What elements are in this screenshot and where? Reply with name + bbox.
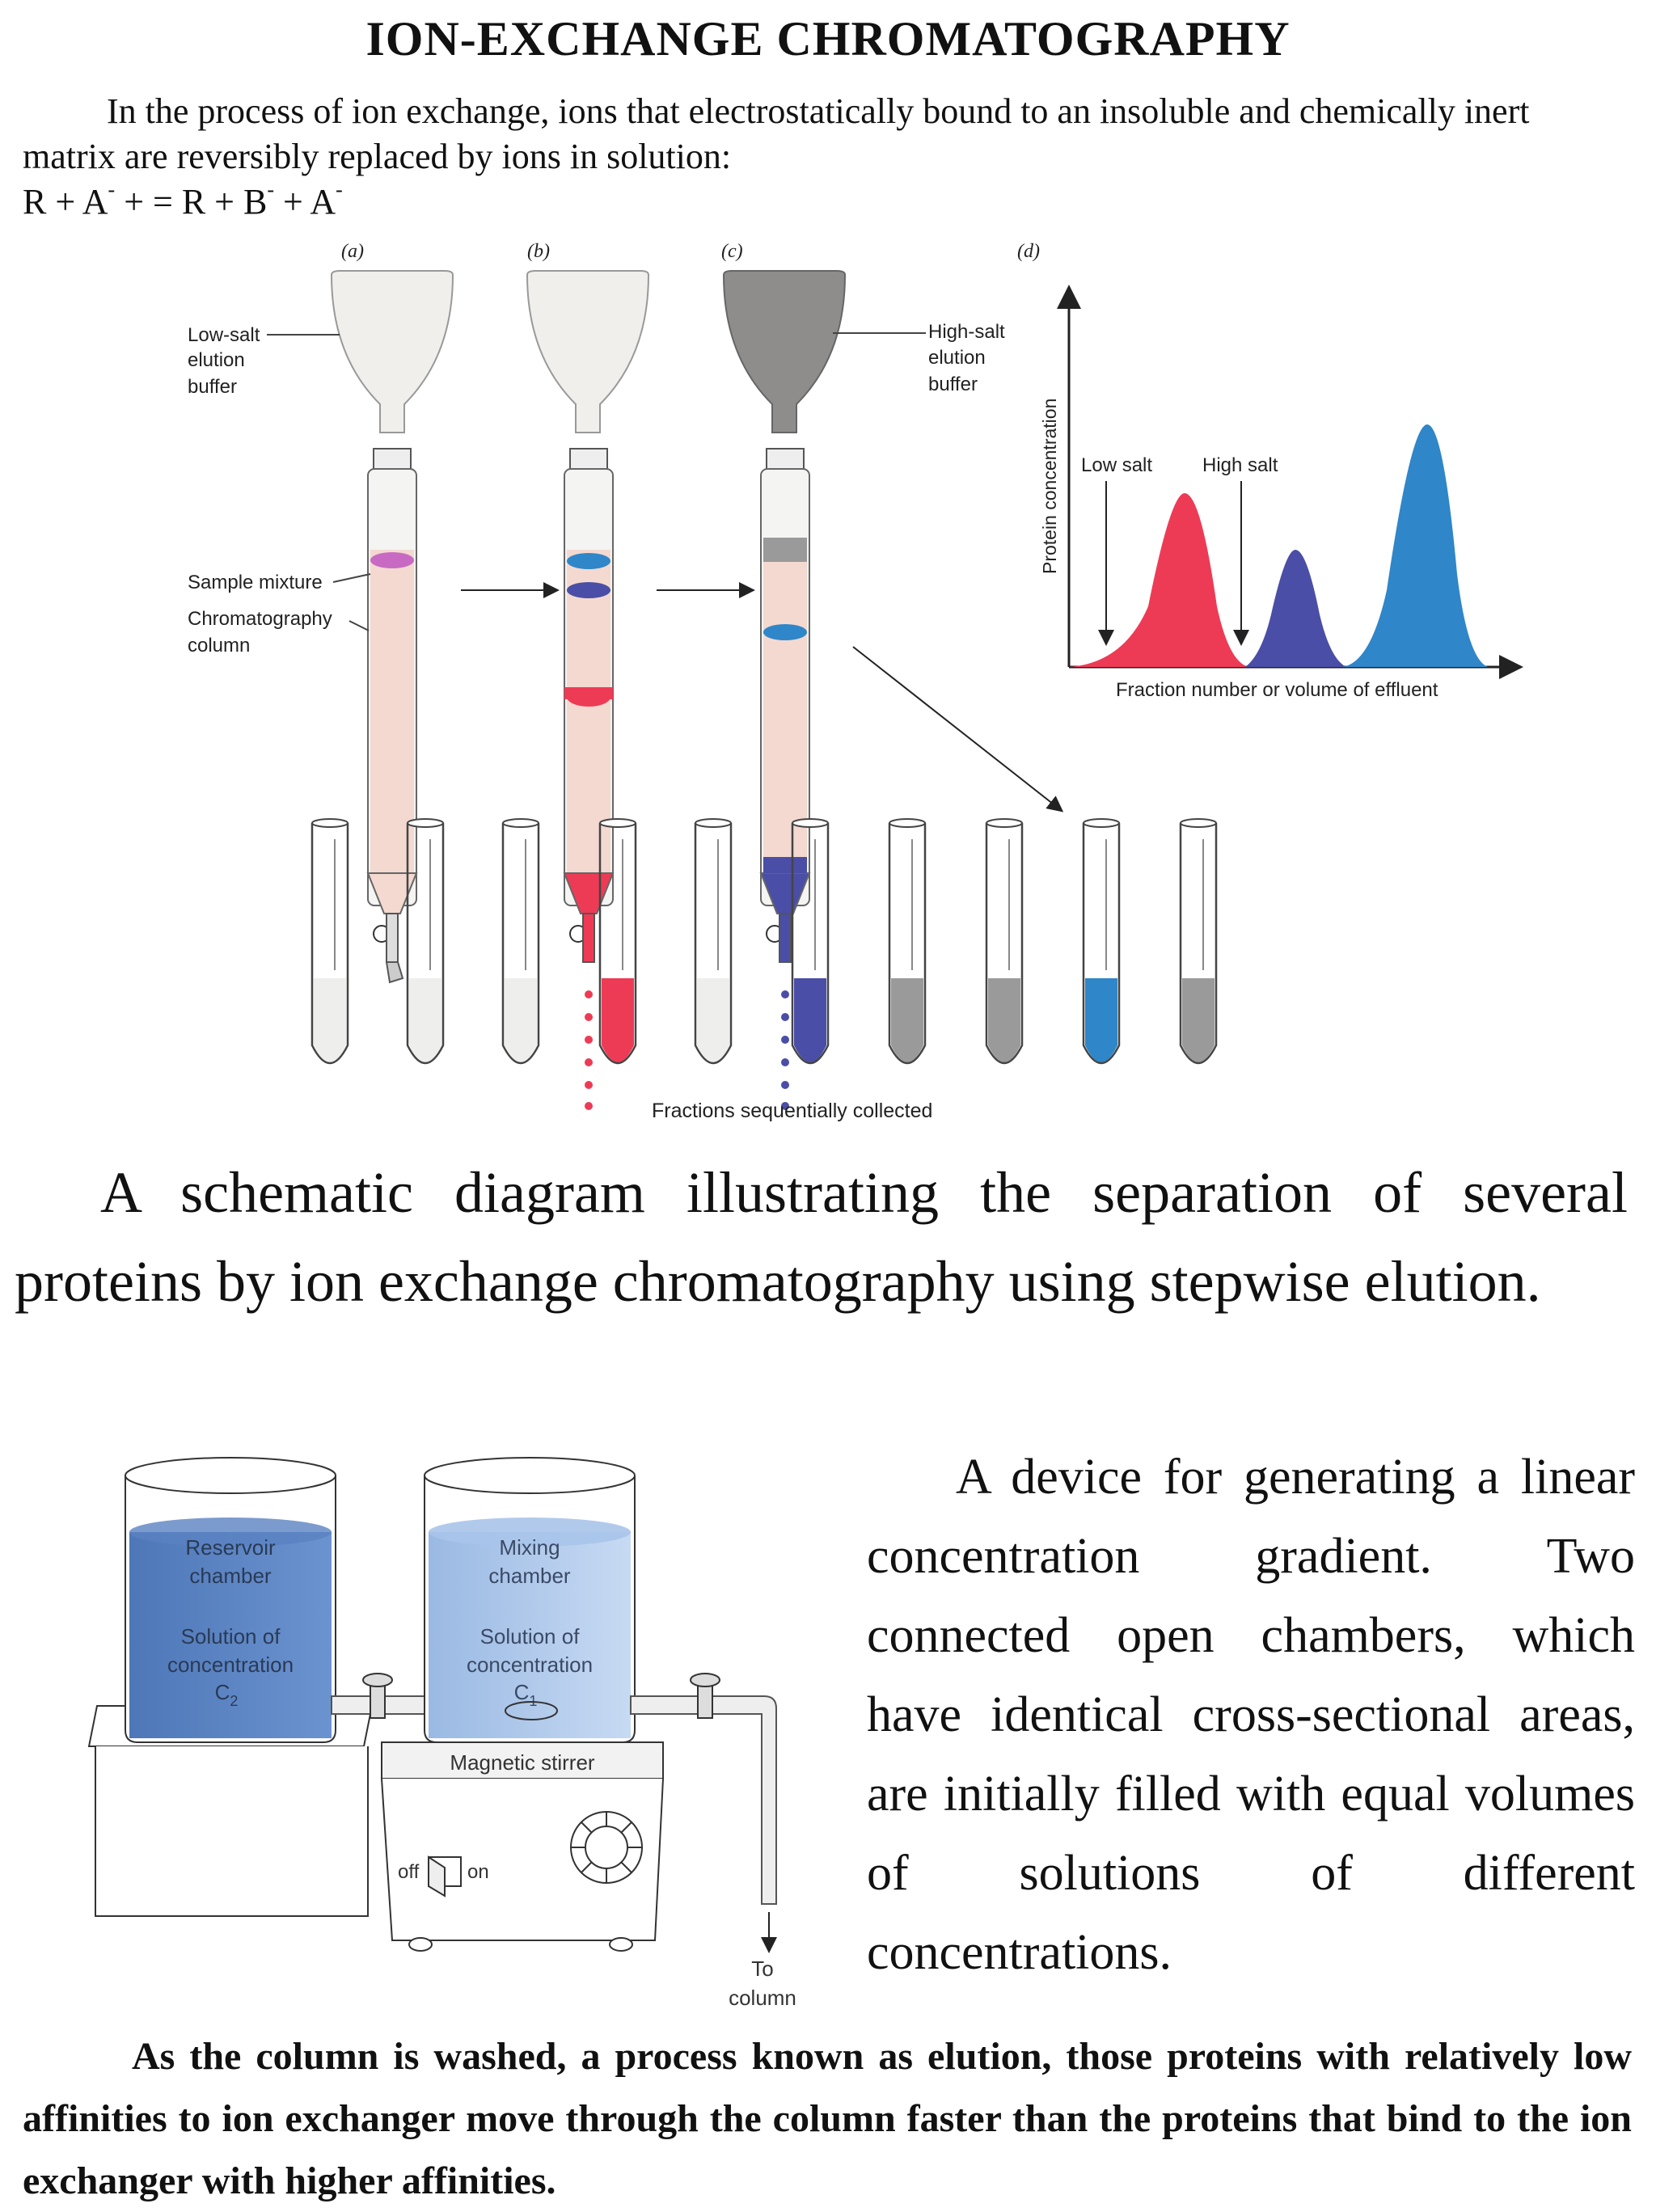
column-a xyxy=(366,448,418,984)
speed-knob[interactable] xyxy=(570,1811,643,1884)
c1-label: C1 xyxy=(514,1680,538,1709)
elution-explanation: As the column is washed, a process known… xyxy=(23,2035,1632,2202)
valve-2[interactable] xyxy=(697,1685,713,1719)
peak-red xyxy=(1069,493,1249,667)
funnel-b xyxy=(526,270,650,433)
test-tube xyxy=(1082,818,1121,1064)
column-b xyxy=(563,448,615,963)
test-tube xyxy=(791,818,830,1064)
test-tube xyxy=(501,818,540,1064)
low-salt-arrow-label: Low salt xyxy=(1081,454,1152,476)
sample-mixture-label: Sample mixture xyxy=(188,572,323,593)
protein-elution-chart: Protein concentration Fraction number or… xyxy=(1039,285,1523,701)
ion-exchange-equation: R + A- + = R + B- + A- xyxy=(23,178,343,222)
valve-1[interactable] xyxy=(370,1685,386,1719)
test-tube xyxy=(888,818,927,1064)
arrow-to-tube xyxy=(852,646,1064,813)
funnel-a xyxy=(330,270,454,433)
test-tube xyxy=(598,818,637,1064)
panel-d-label: (d) xyxy=(1017,241,1040,262)
test-tube xyxy=(694,818,733,1064)
stirrer-label: Magnetic stirrer xyxy=(450,1750,594,1775)
panel-c-label: (c) xyxy=(721,241,743,262)
funnel-c xyxy=(722,270,847,433)
panel-b-label: (b) xyxy=(527,241,550,262)
intro-line-1: In the process of ion exchange, ions tha… xyxy=(107,91,1530,131)
intro-line-2: matrix are reversibly replaced by ions i… xyxy=(23,137,732,176)
outlet-tube xyxy=(630,1695,777,1905)
peak-blue xyxy=(1342,424,1488,667)
column-c xyxy=(759,448,811,963)
fractions-label: Fractions sequentially collected xyxy=(652,1100,932,1122)
on-label: on xyxy=(467,1861,489,1883)
test-tube xyxy=(310,818,349,1064)
high-salt-arrow-label: High salt xyxy=(1202,454,1278,476)
gradient-device-description: A device for generating a linear concent… xyxy=(867,1450,1635,1980)
y-axis-label: Protein concentration xyxy=(1039,399,1060,574)
page-title: ION-EXCHANGE CHROMATOGRAPHY xyxy=(365,12,1291,65)
test-tubes xyxy=(310,818,1218,1064)
purple-drops xyxy=(781,990,789,1110)
peak-purple xyxy=(1245,550,1346,667)
test-tube xyxy=(985,818,1024,1064)
test-tube xyxy=(406,818,445,1064)
panel-a-label: (a) xyxy=(341,241,364,262)
figure-1-caption: A schematic diagram illustrating the sep… xyxy=(15,1160,1628,1314)
c2-label: C2 xyxy=(215,1680,239,1709)
x-axis-label: Fraction number or volume of effluent xyxy=(1116,679,1438,701)
stir-bar xyxy=(505,1701,558,1720)
off-label: off xyxy=(398,1861,420,1883)
test-tube xyxy=(1179,818,1218,1064)
red-drops xyxy=(585,990,593,1110)
